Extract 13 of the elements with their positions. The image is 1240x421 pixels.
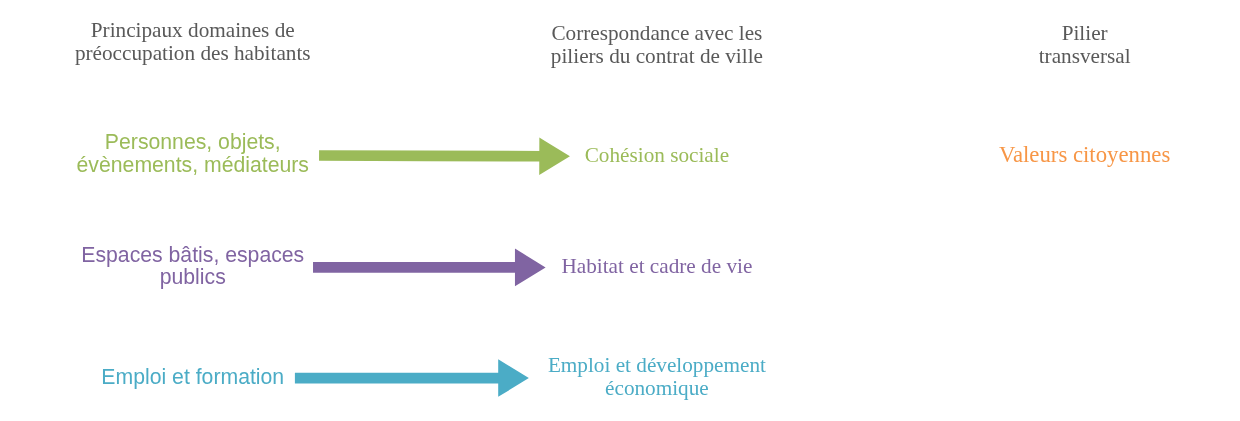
arrow [318,137,570,176]
node-text: Habitat et cadre de vie [560,253,752,278]
arrow [312,248,546,287]
node-text: Cohésion sociale [584,143,729,168]
node-text: Espaces bâtis, espaces publics [80,242,304,289]
node-text: Personnes, objets, évènements, médiateurs [76,130,309,177]
label: Correspondance avec les piliers du contrat de ville [550,21,763,68]
arrow [294,359,529,397]
label: Principaux domaines de préoccupation des habitants [74,18,311,65]
node-text: Emploi et formation [100,364,284,388]
label: Valeurs citoyennes [998,141,1170,167]
node-text: Emploi et développement économique [547,353,766,401]
label: Pilier transversal [1038,21,1131,68]
